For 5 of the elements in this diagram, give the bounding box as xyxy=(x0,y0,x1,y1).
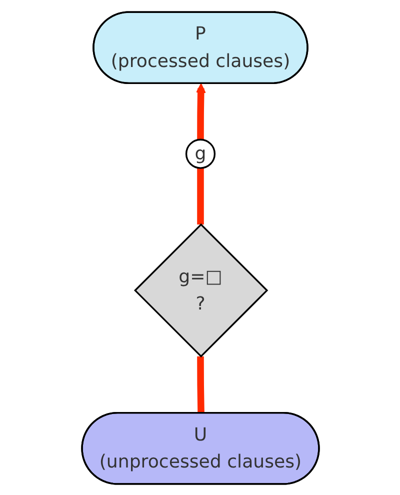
connector xyxy=(196,168,204,224)
node-diamond: g=□ ? xyxy=(133,222,268,358)
node-circle: g xyxy=(184,138,216,168)
connector xyxy=(196,356,204,413)
arrow xyxy=(195,82,206,140)
